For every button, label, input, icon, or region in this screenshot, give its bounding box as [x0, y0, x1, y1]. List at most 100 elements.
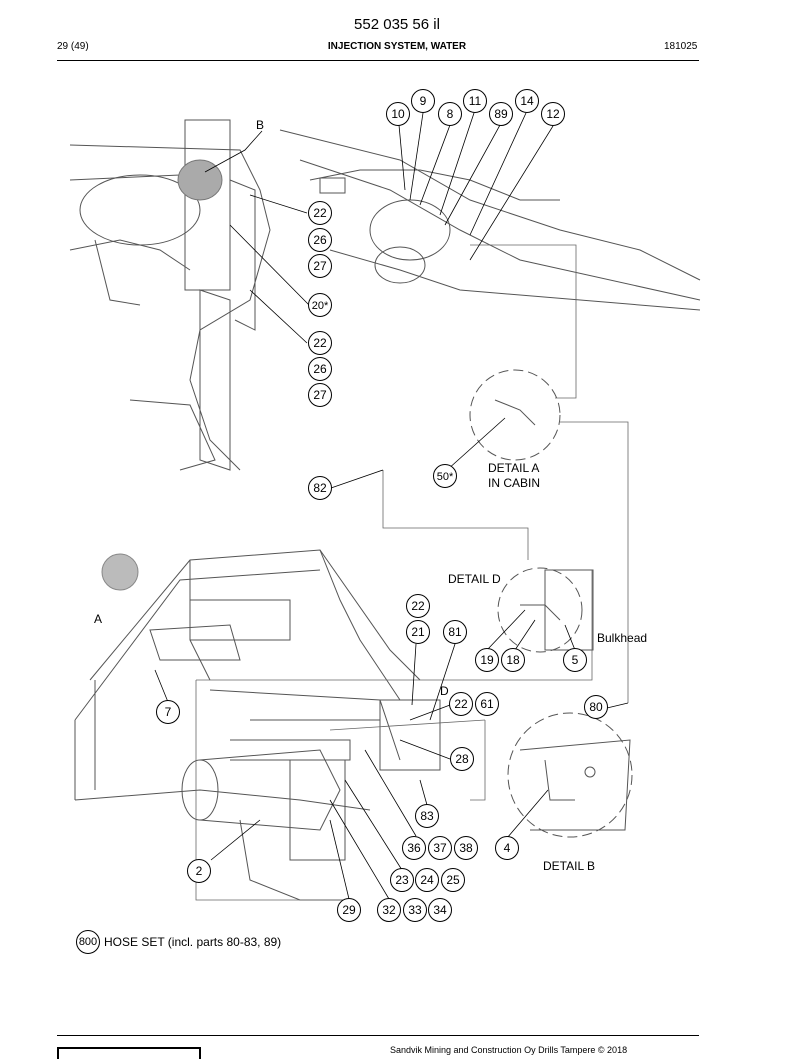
- callout-circle: [475, 692, 499, 716]
- callout-number: 10: [391, 107, 405, 121]
- callout-number: 11: [469, 94, 482, 108]
- date-code: 181025: [664, 41, 698, 52]
- callout-22: 22: [308, 331, 332, 355]
- callout-number: 89: [494, 107, 508, 121]
- detail-d-title: DETAIL D: [448, 572, 501, 586]
- callout-circle: [403, 898, 427, 922]
- callout-32: 32: [377, 898, 401, 922]
- callout-circle: [156, 700, 180, 724]
- letter-b: B: [256, 118, 265, 132]
- callout-circle: [563, 648, 587, 672]
- footer-copyright: Sandvik Mining and Construction Oy Drill…: [390, 1045, 628, 1055]
- callout-5: 5: [563, 648, 587, 672]
- callout-number: 19: [480, 653, 494, 667]
- callout-number: 18: [506, 653, 520, 667]
- callout-circle: [308, 228, 332, 252]
- callout-89: 89: [489, 102, 513, 126]
- callout-circle: [501, 648, 525, 672]
- callout-circle: [495, 836, 519, 860]
- callout-28: 28: [450, 747, 474, 771]
- hose-set-number: 800: [76, 930, 100, 954]
- callout-19: 19: [475, 648, 499, 672]
- callout-23: 23: [390, 868, 414, 892]
- callout-21: 21: [406, 620, 430, 644]
- callout-circle: [441, 868, 465, 892]
- callout-number: 22: [313, 206, 327, 220]
- callout-circle: [308, 331, 332, 355]
- callout-number: 28: [455, 752, 469, 766]
- letter-a: A: [94, 612, 103, 626]
- callout-number: 38: [459, 841, 473, 855]
- callout-number: 22: [454, 697, 468, 711]
- detail-a-title: DETAIL A: [488, 461, 540, 475]
- letter-d: D: [440, 684, 449, 698]
- callout-22: 22: [308, 201, 332, 225]
- detail-a-subtitle: IN CABIN: [488, 476, 541, 490]
- hose-set-text: HOSE SET (incl. parts 80-83, 89): [104, 935, 282, 949]
- callout-number: 36: [407, 841, 421, 855]
- document-number: 552 035 56 il: [354, 16, 440, 33]
- callout-number: 29: [342, 903, 356, 917]
- callout-18: 18: [501, 648, 525, 672]
- callout-38: 38: [454, 836, 478, 860]
- callout-circle: [308, 254, 332, 278]
- hose-set-note: 800 HOSE SET (incl. parts 80-83, 89): [76, 930, 281, 954]
- callout-number: 81: [448, 625, 462, 639]
- callout-number: 25: [446, 873, 460, 887]
- callout-circle: [463, 89, 487, 113]
- callout-circle: [515, 89, 539, 113]
- company-logo: [57, 1047, 201, 1059]
- callout-20-star: 20*: [308, 293, 332, 317]
- callout-circle: [449, 692, 473, 716]
- callout-8: 8: [438, 102, 462, 126]
- callout-circle: [443, 620, 467, 644]
- callout-24: 24: [415, 868, 439, 892]
- callout-number: 26: [313, 233, 327, 247]
- callout-circle: [428, 836, 452, 860]
- callout-11: 11: [463, 89, 487, 113]
- header-rule: [57, 60, 699, 61]
- callout-number: 22: [411, 599, 425, 613]
- callout-number: 20*: [312, 300, 329, 312]
- section-title: INJECTION SYSTEM, WATER: [327, 41, 467, 52]
- callout-number: 23: [395, 873, 409, 887]
- callout-circle: [308, 201, 332, 225]
- callout-80: 80: [584, 695, 608, 719]
- callout-number: 14: [520, 94, 534, 108]
- callout-circle: [454, 836, 478, 860]
- callout-circle: [406, 594, 430, 618]
- callout-circle: [415, 804, 439, 828]
- callout-circle: [411, 89, 435, 113]
- callout-9: 9: [411, 89, 435, 113]
- detail-b-title: DETAIL B: [543, 859, 596, 873]
- callout-number: 12: [546, 107, 560, 121]
- callout-29: 29: [337, 898, 361, 922]
- callout-circle: [377, 898, 401, 922]
- callout-number: 32: [382, 903, 396, 917]
- callout-circle: [541, 102, 565, 126]
- callout-circle: [308, 383, 332, 407]
- callout-37: 37: [428, 836, 452, 860]
- callout-number: 80: [589, 700, 603, 714]
- callout-12: 12: [541, 102, 565, 126]
- callout-number: 50*: [437, 471, 454, 483]
- callout-61: 61: [475, 692, 499, 716]
- callout-27: 27: [308, 254, 332, 278]
- callout-33: 33: [403, 898, 427, 922]
- callout-circle: [187, 859, 211, 883]
- callout-26: 26: [308, 357, 332, 381]
- callout-number: 2: [196, 864, 203, 878]
- callout-83: 83: [415, 804, 439, 828]
- callout-circle: [475, 648, 499, 672]
- callout-26: 26: [308, 228, 332, 252]
- callout-circle: [415, 868, 439, 892]
- callout-circle: [438, 102, 462, 126]
- callout-circle: [489, 102, 513, 126]
- callout-circle: [308, 293, 332, 317]
- callout-81: 81: [443, 620, 467, 644]
- footer-rule: [57, 1035, 699, 1036]
- callout-50-star: 50*: [433, 464, 457, 488]
- callout-number: 27: [313, 259, 327, 273]
- callout-circle: [308, 476, 332, 500]
